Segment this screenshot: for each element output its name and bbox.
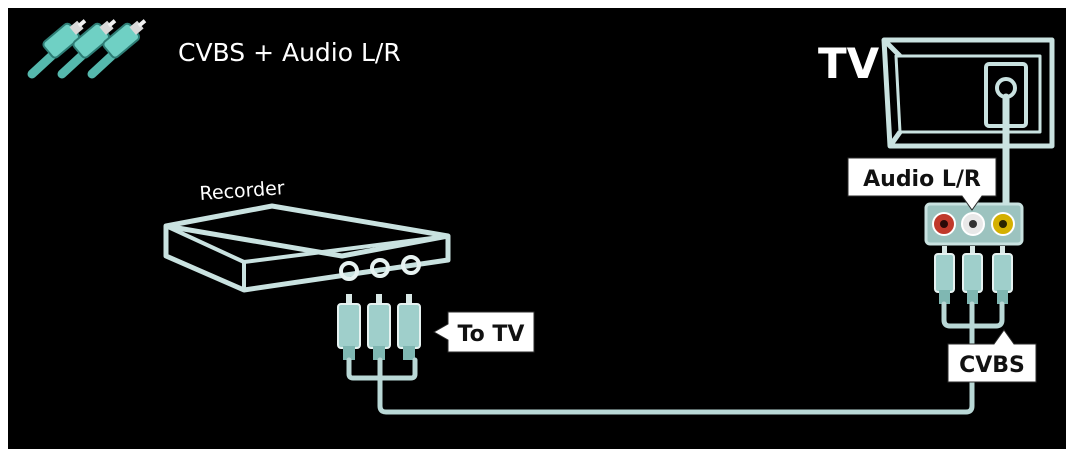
rca-plug-icon	[367, 294, 391, 360]
recorder-box-icon	[163, 203, 451, 293]
jack-icon	[339, 261, 359, 281]
recorder-jacks	[339, 255, 421, 281]
jack-icon	[370, 258, 390, 278]
cvbs-label: CVBS	[959, 353, 1025, 378]
rca-plug-icon	[337, 294, 361, 360]
tv-socket-panel	[924, 202, 1024, 246]
audio-lr-label: Audio L/R	[863, 167, 981, 192]
to-tv-label: To TV	[458, 322, 525, 347]
rca-plug-icon	[992, 246, 1013, 304]
rca-plug-icon	[934, 246, 955, 304]
rca-cables-icon	[27, 19, 147, 79]
jack-icon	[401, 255, 421, 275]
rca-plug-icon	[397, 294, 421, 360]
connecting-cable	[346, 301, 1005, 415]
audio-lr-callout: Audio L/R	[847, 157, 997, 211]
rca-plug-icon	[962, 246, 983, 304]
tv-label: TV	[818, 39, 880, 88]
tv-plugs	[934, 246, 1013, 304]
recorder-plugs	[337, 294, 421, 360]
to-tv-callout: To TV	[432, 311, 535, 353]
diagram-title: CVBS + Audio L/R	[178, 38, 401, 67]
cvbs-callout: CVBS	[947, 329, 1037, 383]
